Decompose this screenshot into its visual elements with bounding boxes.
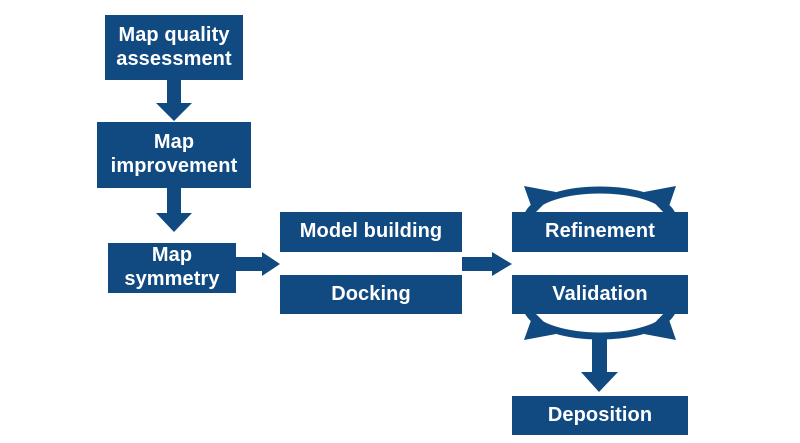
node-map-improvement-label: Map improvement — [110, 131, 238, 177]
arrow-map-improvement-to-map-symmetry — [156, 188, 192, 232]
node-deposition[interactable]: Deposition — [512, 396, 688, 435]
arc-top-arrowheads — [524, 186, 676, 215]
node-docking-label: Docking — [331, 282, 411, 305]
arc-refinement-validation-top — [524, 186, 676, 217]
node-refinement[interactable]: Refinement — [512, 212, 688, 252]
node-validation-label: Validation — [552, 282, 648, 305]
node-model-building-label: Model building — [299, 220, 443, 243]
node-map-symmetry-label: Map symmetry — [124, 244, 220, 290]
node-deposition-label: Deposition — [547, 403, 653, 426]
arc-bottom-arrowheads — [524, 311, 676, 340]
node-refinement-label: Refinement — [545, 220, 655, 243]
arrow-model-building-to-refinement — [462, 252, 512, 276]
node-map-quality-assessment[interactable]: Map quality assessment — [105, 15, 243, 80]
node-map-improvement[interactable]: Map improvement — [97, 122, 251, 188]
arrow-cycle-to-deposition — [581, 335, 618, 392]
node-map-symmetry[interactable]: Map symmetry — [108, 243, 236, 293]
arc-refinement-validation-bottom — [524, 309, 676, 340]
arrow-map-symmetry-to-model-building — [236, 252, 280, 276]
node-model-building[interactable]: Model building — [280, 212, 462, 252]
arrow-map-quality-to-map-improvement — [156, 80, 192, 121]
node-docking[interactable]: Docking — [280, 275, 462, 314]
node-validation[interactable]: Validation — [512, 275, 688, 314]
node-map-quality-assessment-label: Map quality assessment — [116, 23, 232, 70]
